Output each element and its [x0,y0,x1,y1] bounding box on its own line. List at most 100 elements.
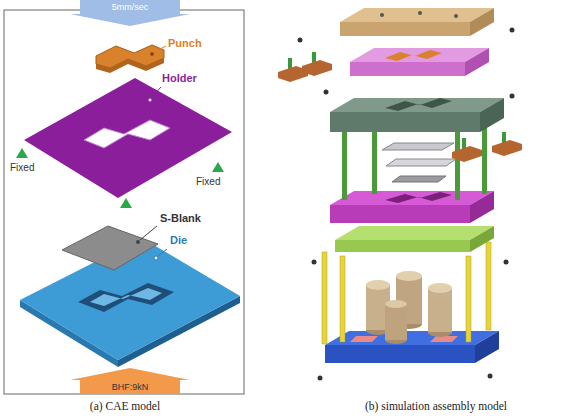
leader-line [154,46,166,52]
rod [322,252,327,344]
punch [385,50,442,61]
guide-rods [322,242,491,344]
arrow-fill [70,0,190,26]
fixed-support [212,162,224,172]
part-label: Fixed [10,162,34,174]
plate-top [325,331,499,345]
holder-slot [84,120,170,148]
bolt [298,38,303,43]
insert [382,143,454,150]
caption-text: (b) simulation assembly model [296,400,576,413]
cylinder-body [385,304,407,340]
rod [340,256,345,342]
plate-front [330,205,470,223]
bolt [324,90,329,95]
pad [430,336,458,342]
arrow-box: BHF:9kN [70,368,190,394]
blank-sheet [62,226,158,270]
cylinder-top [366,280,390,290]
slot [385,192,452,203]
pillar [455,130,460,200]
plate-side [465,48,489,76]
clamps [278,52,522,162]
plate-front [335,240,470,252]
cylinders [366,271,452,344]
punch-top [96,45,164,68]
part-label: Die [170,234,187,247]
die-groove [90,288,162,306]
plate-side [470,191,494,223]
silver-parts [382,143,456,182]
blank-shape [62,226,158,270]
bolt [510,28,515,33]
plate-side [480,98,504,132]
holder-plate [24,78,232,198]
leader-dot [148,98,152,102]
green-plate [335,226,494,252]
leader-dot [136,240,140,244]
part-label: Fixed [196,176,220,188]
plate-top [350,48,489,62]
bolt [510,94,515,99]
slot [385,98,452,111]
plate-front [340,22,470,36]
holder-shape [24,78,232,198]
fixed-support [16,148,28,158]
pillars [342,122,487,200]
rod [466,256,471,342]
panel-frame [4,10,244,394]
die-groove [78,283,174,312]
bolt [488,374,493,379]
pillar [372,128,377,194]
hole [454,14,458,18]
plate-side [470,8,494,36]
part-label: Holder [162,72,197,85]
rod [486,242,491,330]
caption-text: (a) CAE model [0,400,250,413]
plate-front [350,62,465,76]
hole [418,11,422,15]
part-label: S-Blank [160,212,201,225]
leader-dot [154,256,158,260]
plate-top [330,98,504,112]
arrow-label: BHF:9kN [70,380,190,394]
cylinder-top [428,283,452,293]
punch-plate [350,48,489,76]
bolt [312,260,317,265]
fixed-support [120,198,132,208]
insert [392,176,446,182]
hole [380,13,384,17]
pad [350,336,378,342]
leader-line [158,249,167,256]
leader-line [140,226,157,240]
upper-plate [330,98,504,132]
plate-side [470,226,494,252]
pillar [482,122,487,194]
cylinder-body [428,288,452,332]
plate-top [335,226,494,240]
plate-front [330,112,480,132]
part-label: Punch [168,37,202,50]
bolts [298,28,515,381]
base-plate [325,331,499,363]
top-plate [340,8,494,36]
bolt [318,376,323,381]
arrow-box: 5mm/sec [70,0,190,26]
clamp [492,140,522,156]
cylinder-top [385,300,407,308]
arrow-label: 5mm/sec [70,0,190,14]
insert [386,159,456,166]
leader-dot [150,52,154,56]
clamp [302,60,332,76]
clamp [452,146,482,162]
arrow-fill [70,368,190,394]
punch-part [96,45,166,73]
cylinder-top [396,271,422,281]
bolt [504,260,509,265]
plate-side [475,331,499,363]
plate-top [330,191,494,205]
pillar [342,130,347,200]
lower-holder-plate [330,191,494,223]
